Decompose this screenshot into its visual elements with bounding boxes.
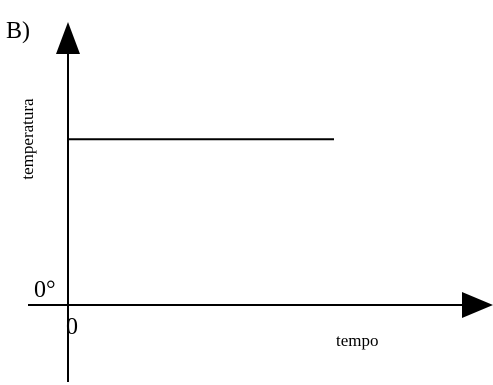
x-origin-label: 0	[66, 314, 78, 340]
y-origin-label: 0°	[34, 277, 56, 303]
y-axis-arrowhead	[56, 22, 80, 54]
y-axis-label: temperatura	[18, 98, 37, 180]
x-axis-arrowhead	[462, 292, 493, 318]
x-axis-label: tempo	[336, 331, 379, 350]
panel-label: B)	[6, 18, 30, 44]
